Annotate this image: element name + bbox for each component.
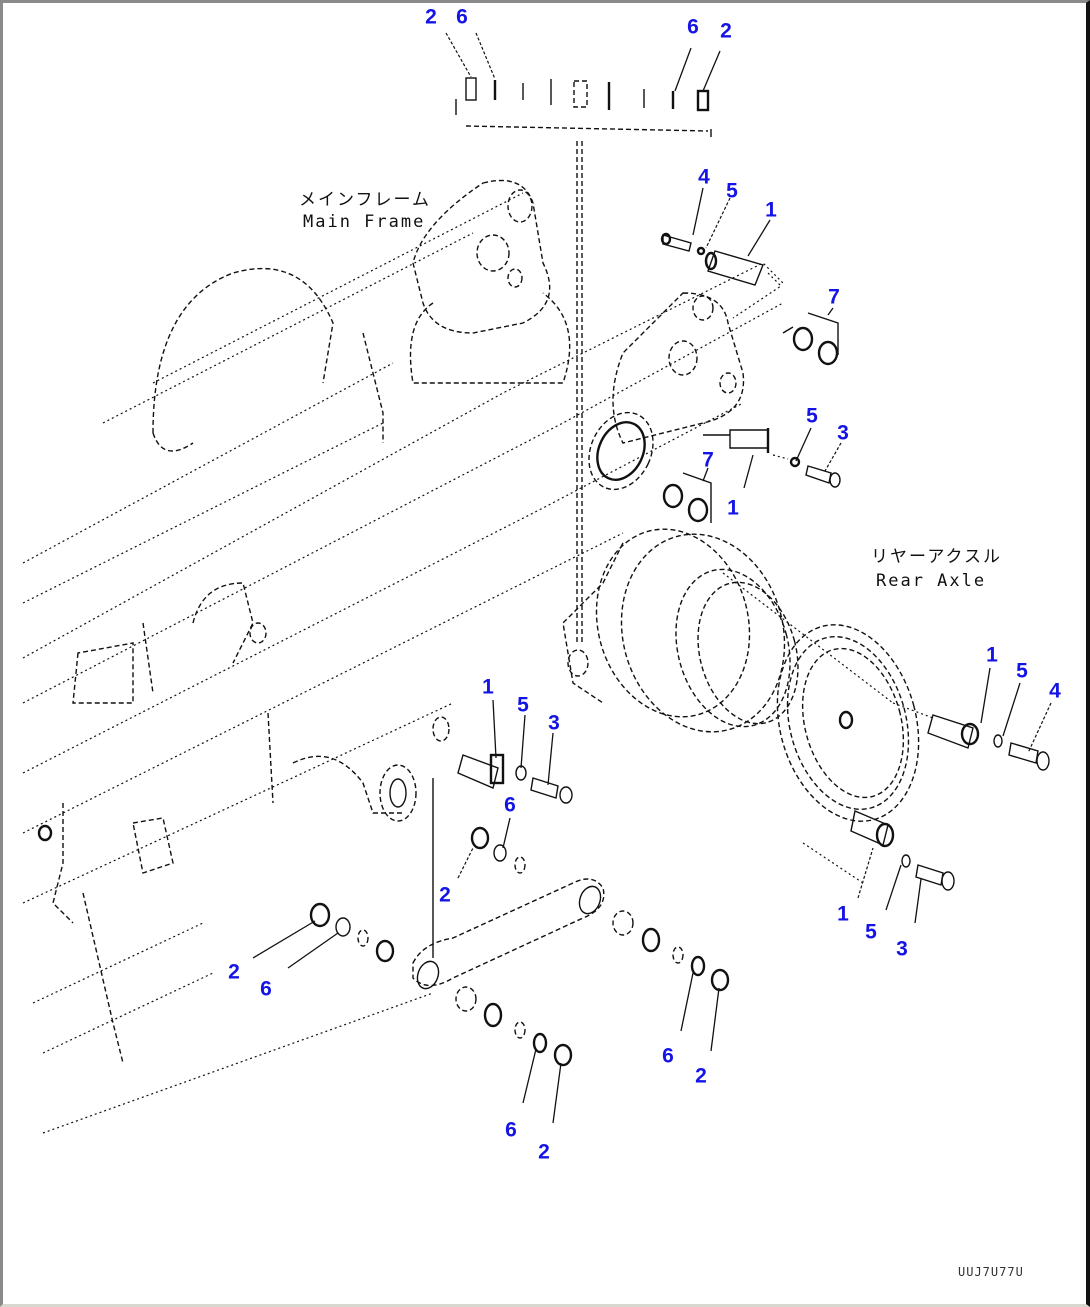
callout-bushing[interactable]: 2 [695, 1064, 707, 1088]
callout-pin[interactable]: 1 [727, 496, 739, 520]
callout-bushing-pair[interactable]: 7 [702, 448, 714, 472]
callout-seal-ring[interactable]: 6 [504, 793, 516, 817]
pin-lower-left[interactable] [457, 754, 499, 789]
callout-seal-ring[interactable]: 6 [505, 1118, 517, 1142]
callout-bolt[interactable]: 4 [698, 165, 710, 189]
exploded-view-drawing [22, 32, 1052, 1134]
callout-seal-ring[interactable]: 6 [260, 977, 272, 1001]
callout-bushing[interactable]: 2 [720, 19, 732, 43]
main-frame-label-en: Main Frame [303, 212, 426, 232]
callout-pin[interactable]: 1 [986, 643, 998, 667]
callout-bolt[interactable]: 4 [1049, 679, 1061, 703]
callout-washer[interactable]: 5 [517, 693, 529, 717]
callout-bolt[interactable]: 3 [896, 937, 908, 961]
callout-bolt[interactable]: 3 [548, 711, 560, 735]
callout-pin[interactable]: 1 [837, 902, 849, 926]
callout-pin[interactable]: 1 [482, 675, 494, 699]
drawing-id: UUJ7U77U [958, 1265, 1024, 1279]
callout-bushing[interactable]: 2 [425, 5, 437, 29]
callout-washer[interactable]: 5 [865, 920, 877, 944]
pin-upper[interactable] [707, 250, 764, 286]
pin-right[interactable] [927, 714, 974, 749]
pin-middle[interactable] [729, 429, 769, 449]
center-part-top [573, 80, 588, 108]
callout-bushing[interactable]: 2 [439, 883, 451, 907]
callout-seal-ring[interactable]: 6 [662, 1044, 674, 1068]
callout-pin[interactable]: 1 [765, 198, 777, 222]
callout-bushing[interactable]: 2 [538, 1140, 550, 1164]
main-frame [22, 179, 784, 1134]
rear-axle-label-en: Rear Axle [876, 571, 987, 591]
callout-washer[interactable]: 5 [1016, 659, 1028, 683]
bushing-top-left[interactable] [465, 77, 477, 101]
callout-bolt[interactable]: 3 [837, 421, 849, 445]
callout-bushing[interactable]: 2 [228, 960, 240, 984]
callout-seal-ring[interactable]: 6 [456, 5, 468, 29]
bushing-top-right[interactable] [696, 89, 710, 112]
main-frame-label-jp: メインフレーム [299, 190, 431, 210]
rear-axle [562, 528, 934, 884]
pivot-and-link [292, 716, 605, 990]
callout-bushing-pair[interactable]: 7 [828, 285, 840, 309]
top-detail-parts [445, 32, 721, 643]
leader-lines [252, 187, 1052, 1124]
rear-axle-label-jp: リヤーアクスル [871, 547, 1002, 567]
callout-washer[interactable]: 5 [726, 179, 738, 203]
callout-seal-ring[interactable]: 6 [687, 15, 699, 39]
hardware [309, 232, 1050, 1067]
callout-washer[interactable]: 5 [806, 404, 818, 428]
